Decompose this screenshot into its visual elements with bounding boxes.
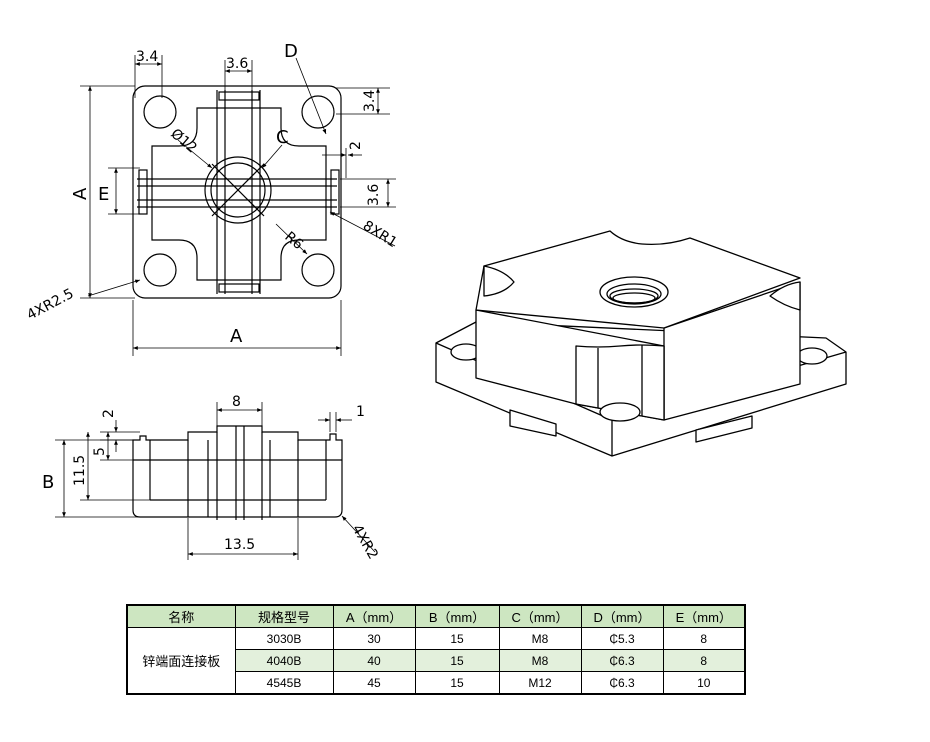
- header-a: A（mm）: [332, 604, 416, 628]
- label-b: B: [42, 472, 54, 493]
- cell-e: 8: [662, 649, 746, 672]
- table-row: 4545B 45 15 M12 ₵6.3 10: [127, 671, 746, 695]
- technical-drawing: 3.4 3.6 D 3.4 C Ø12 2 3.6 A E 8XR1 R6 4X…: [24, 41, 847, 562]
- dim-8xr1: 8XR1: [360, 218, 400, 251]
- dim-4xr2-5: 4XR2.5: [24, 286, 76, 324]
- top-plate-outline: [132, 85, 342, 299]
- cell-d: ₵6.3: [580, 649, 664, 672]
- cell-b: 15: [414, 671, 500, 695]
- corner-hole-bl: [143, 253, 177, 287]
- corner-hole-tr: [301, 95, 335, 129]
- label-a-left: A: [70, 187, 91, 200]
- dim-8: 8: [232, 394, 241, 410]
- header-name: 名称: [126, 604, 236, 628]
- label-e: E: [98, 184, 109, 205]
- isometric-view: [435, 230, 847, 457]
- label-a-bottom: A: [230, 326, 243, 347]
- label-c: C: [276, 127, 289, 148]
- dim-phi12: Ø12: [167, 126, 199, 157]
- center-hole: [204, 156, 272, 224]
- dim-3-6-top: 3.6: [226, 56, 248, 72]
- header-b: B（mm）: [414, 604, 500, 628]
- cell-a: 45: [332, 671, 416, 695]
- header-d: D（mm）: [580, 604, 664, 628]
- corner-hole-br: [301, 253, 335, 287]
- top-view: [132, 85, 342, 299]
- dim-2: 2: [101, 409, 117, 418]
- cell-model: 4040B: [234, 649, 334, 672]
- product-name: 锌端面连接板: [126, 627, 236, 695]
- cell-a: 40: [332, 649, 416, 672]
- label-d: D: [284, 41, 298, 62]
- header-model: 规格型号: [234, 604, 334, 628]
- cell-d: ₵5.3: [580, 627, 664, 650]
- corner-hole-tl: [143, 95, 177, 129]
- header-c: C（mm）: [498, 604, 582, 628]
- cell-e: 10: [662, 671, 746, 695]
- dim-3-6-right: 3.6: [366, 184, 382, 206]
- table-header-row: 名称 规格型号 A（mm） B（mm） C（mm） D（mm） E（mm）: [126, 604, 746, 628]
- side-view: [132, 425, 343, 520]
- dim-11-5: 11.5: [72, 455, 88, 486]
- dim-2-right: 2: [348, 141, 364, 150]
- dim-5: 5: [92, 447, 108, 456]
- cell-b: 15: [414, 627, 500, 650]
- dim-3-4-right: 3.4: [362, 90, 378, 112]
- cell-e: 8: [662, 627, 746, 650]
- spec-table: 名称 规格型号 A（mm） B（mm） C（mm） D（mm） E（mm） 锌端…: [126, 604, 746, 695]
- dim-1: 1: [356, 404, 365, 420]
- top-view-labels: 3.4 3.6 D 3.4 C Ø12 2 3.6 A E 8XR1 R6 4X…: [24, 41, 399, 347]
- header-e: E（mm）: [662, 604, 746, 628]
- cell-model: 3030B: [234, 627, 334, 650]
- top-view-dimensions: [80, 55, 396, 356]
- cell-c: M8: [498, 649, 582, 672]
- table-row: 锌端面连接板 3030B 30 15 M8 ₵5.3 8: [126, 627, 746, 695]
- side-view-outline: [132, 425, 343, 518]
- cell-b: 15: [414, 649, 500, 672]
- cell-c: M8: [498, 627, 582, 650]
- dim-13-5: 13.5: [224, 537, 255, 553]
- table-row: 4040B 40 15 M8 ₵6.3 8: [127, 649, 746, 672]
- cell-d: ₵6.3: [580, 671, 664, 695]
- cell-a: 30: [332, 627, 416, 650]
- side-view-dimensions: [55, 402, 376, 560]
- cell-model: 4545B: [234, 671, 334, 695]
- dim-4xr2: 4XR2: [349, 522, 381, 562]
- cell-c: M12: [498, 671, 582, 695]
- dim-3-4-top: 3.4: [136, 49, 158, 65]
